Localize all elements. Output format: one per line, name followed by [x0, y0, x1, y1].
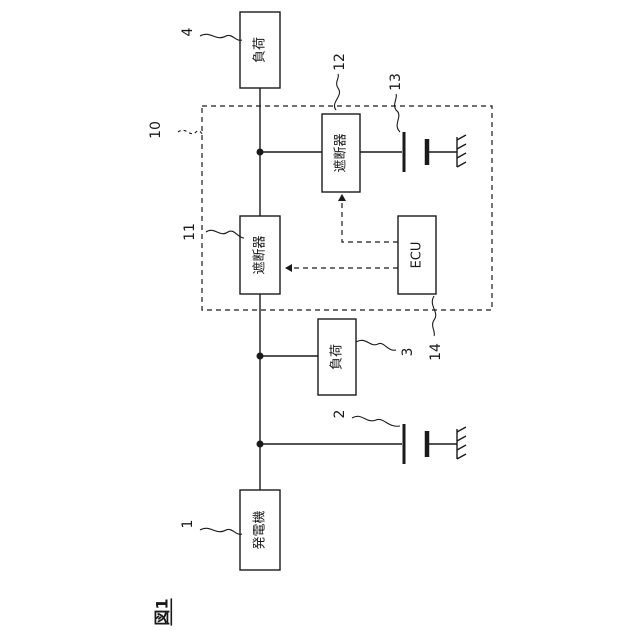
figure-title: 図1 — [153, 598, 172, 625]
leader-line-ref-12 — [334, 74, 339, 110]
ref-numeral-11: 11 — [182, 223, 198, 241]
ecu-box-14-label: ECU — [410, 242, 425, 269]
leader-line-ref-13 — [395, 94, 400, 132]
ref-numeral-2: 2 — [332, 410, 348, 419]
leader-line-ref-3 — [356, 340, 396, 350]
ref-numeral-10: 10 — [148, 121, 164, 139]
ref-numeral-4: 4 — [180, 27, 196, 36]
ecu-control-line-breaker-12 — [342, 195, 398, 242]
battery-2-symbol — [404, 424, 457, 464]
leader-line-ref-1 — [200, 528, 242, 534]
battery-13-symbol — [404, 132, 457, 172]
ref-numeral-1: 1 — [180, 520, 196, 529]
ref-numeral-13: 13 — [388, 73, 404, 91]
leader-line-ref-2 — [352, 416, 400, 426]
generator-box-1-label: 発電機 — [253, 510, 268, 549]
ref-numeral-14: 14 — [428, 343, 444, 361]
ref-numeral-3: 3 — [400, 348, 416, 357]
breaker-box-11-label: 遮断器 — [252, 235, 268, 274]
load-box-3-label: 負荷 — [330, 344, 345, 370]
ground-icon — [457, 427, 466, 459]
ref-numeral-12: 12 — [332, 53, 348, 71]
load-box-4-label: 負荷 — [253, 37, 268, 63]
breaker-box-12-label: 遮断器 — [333, 133, 349, 172]
leader-line-ref-14 — [432, 296, 435, 336]
leader-line-ref-10 — [178, 130, 204, 134]
ground-icon — [457, 135, 466, 167]
leader-line-ref-11 — [206, 230, 244, 238]
leader-line-ref-4 — [200, 34, 242, 40]
